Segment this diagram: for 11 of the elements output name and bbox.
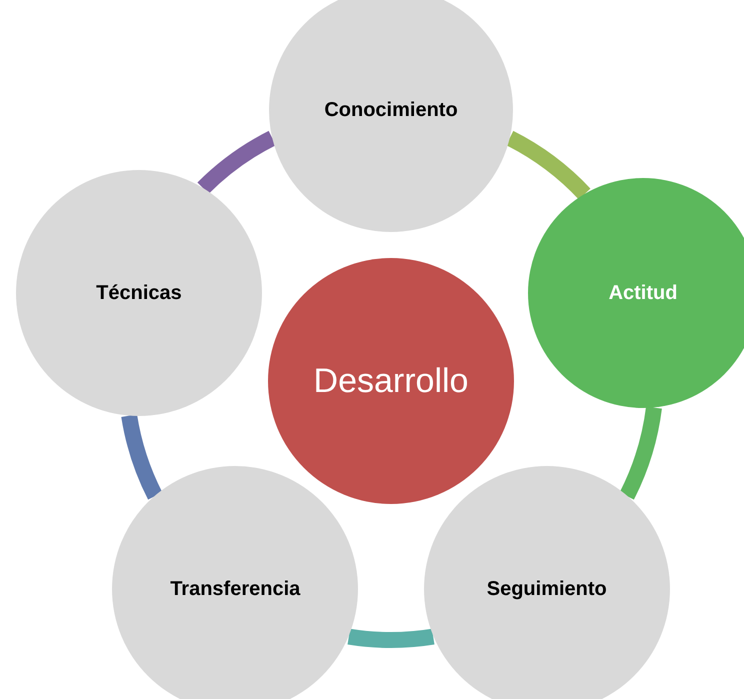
arc-connector [506, 131, 590, 200]
arc-connector [121, 414, 162, 500]
node-label: Desarrollo [312, 362, 470, 400]
node-label: Transferencia [169, 578, 302, 601]
node-label: Seguimiento [486, 578, 608, 601]
arc-connector [620, 406, 662, 500]
arc-connector [198, 131, 276, 194]
node-label: Técnicas [95, 282, 183, 305]
node-label: Conocimiento [323, 98, 459, 122]
node-label: Actitud [608, 282, 678, 305]
arc-connector [348, 628, 434, 648]
